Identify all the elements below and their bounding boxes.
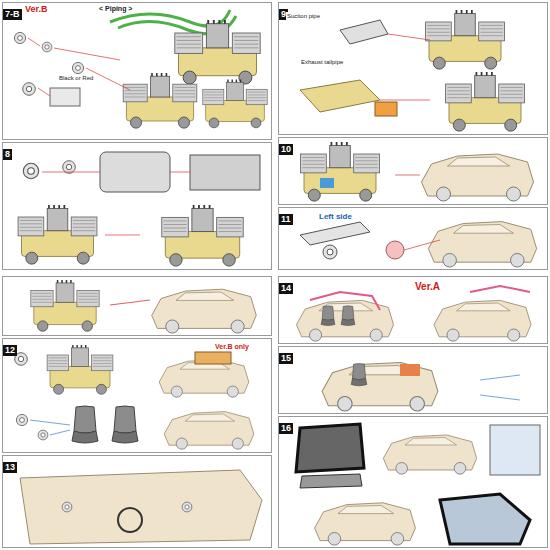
step-panel: 10: [278, 137, 548, 205]
illustration-part: [300, 222, 370, 245]
illustration-part: [383, 435, 476, 474]
illustration-part: [351, 364, 367, 386]
illustration-part: [340, 20, 388, 44]
step-number: 11: [279, 214, 293, 225]
illustration-part: [123, 73, 197, 128]
illustration-part: [490, 425, 540, 475]
step-panel: 15: [278, 346, 548, 414]
note-label: Suction pipe: [286, 12, 321, 20]
illustration-part: [162, 205, 243, 266]
step-number: 12: [3, 345, 17, 356]
illustration-part: [63, 161, 76, 174]
step-panel: 8: [2, 142, 272, 270]
illustration-part: [18, 205, 97, 264]
step-number: 14: [279, 283, 293, 294]
illustration-part: [341, 306, 355, 326]
note-label: Ver.A: [414, 281, 441, 293]
illustration-part: [321, 306, 335, 326]
illustration-part: [301, 142, 380, 201]
note-label: Exhaust tailpipe: [300, 58, 344, 66]
illustration-part: [470, 286, 530, 292]
illustration-part: [72, 406, 98, 443]
illustration-part: [195, 352, 231, 364]
illustration-part: [375, 102, 397, 116]
illustration-part: [480, 375, 520, 400]
illustration-part: [159, 360, 249, 398]
illustration-part: [118, 508, 142, 532]
illustration-part: [3, 277, 272, 336]
illustration-part: [42, 42, 52, 52]
illustration-part: [428, 222, 536, 267]
illustration-part: [386, 241, 404, 259]
note-label: Ver.B: [24, 4, 49, 15]
illustration-part: [47, 345, 113, 394]
illustration-part: [440, 494, 530, 544]
illustration-part: [203, 80, 267, 128]
illustration-part: [446, 72, 525, 131]
illustration-part: [38, 430, 48, 440]
step-panel: 16: [278, 416, 548, 548]
step-panel: 14: [278, 276, 548, 344]
illustration-part: [14, 32, 25, 43]
illustration-part: [100, 152, 170, 192]
step-panel: 13: [2, 455, 272, 548]
step-panel: 12: [2, 338, 272, 453]
illustration-part: [400, 364, 420, 376]
illustration-part: [380, 34, 430, 100]
illustration-part: [320, 178, 334, 188]
note-label: < Piping >: [98, 4, 133, 13]
note-label: Left side: [318, 212, 353, 222]
step-number: 8: [3, 149, 12, 160]
illustration-part: [23, 163, 38, 178]
illustration-part: [175, 20, 260, 84]
step-number: 16: [279, 423, 293, 434]
illustration-part: [315, 503, 416, 545]
illustration-part: [300, 474, 362, 488]
step-panel: 9: [278, 2, 548, 135]
step-number: 7-B: [3, 9, 22, 20]
illustration-part: [42, 172, 190, 235]
illustration-part: [20, 470, 262, 544]
illustration-part: [23, 83, 36, 96]
step-number: 13: [3, 462, 17, 473]
step-number: 10: [279, 144, 293, 155]
illustration-part: [434, 300, 531, 341]
illustration-part: [182, 502, 192, 512]
illustration-part: [426, 10, 505, 69]
illustration-part: [190, 155, 260, 190]
illustration-part: [395, 175, 420, 176]
illustration-part: [72, 62, 83, 73]
illustration-part: [110, 300, 150, 305]
illustration-part: [50, 88, 80, 106]
illustration-part: [30, 420, 70, 435]
illustration-part: [112, 406, 138, 443]
illustration-part: [422, 154, 534, 201]
illustration-part: [28, 38, 130, 96]
illustration-part: [322, 362, 438, 411]
illustration-part: [16, 414, 27, 425]
illustration-part: [164, 412, 254, 450]
illustration-part: [152, 289, 257, 333]
illustration-part: [62, 502, 72, 512]
illustration-part: [300, 80, 380, 112]
illustration-part: [404, 240, 440, 250]
step-number: 15: [279, 353, 293, 364]
illustration-part: [296, 424, 364, 472]
step-panel: 7-B: [2, 2, 272, 140]
note-label: Ver.B only: [214, 342, 250, 351]
illustration-part: [323, 245, 337, 259]
note-label: Black or Red: [58, 74, 94, 82]
illustration-part: [31, 280, 99, 331]
